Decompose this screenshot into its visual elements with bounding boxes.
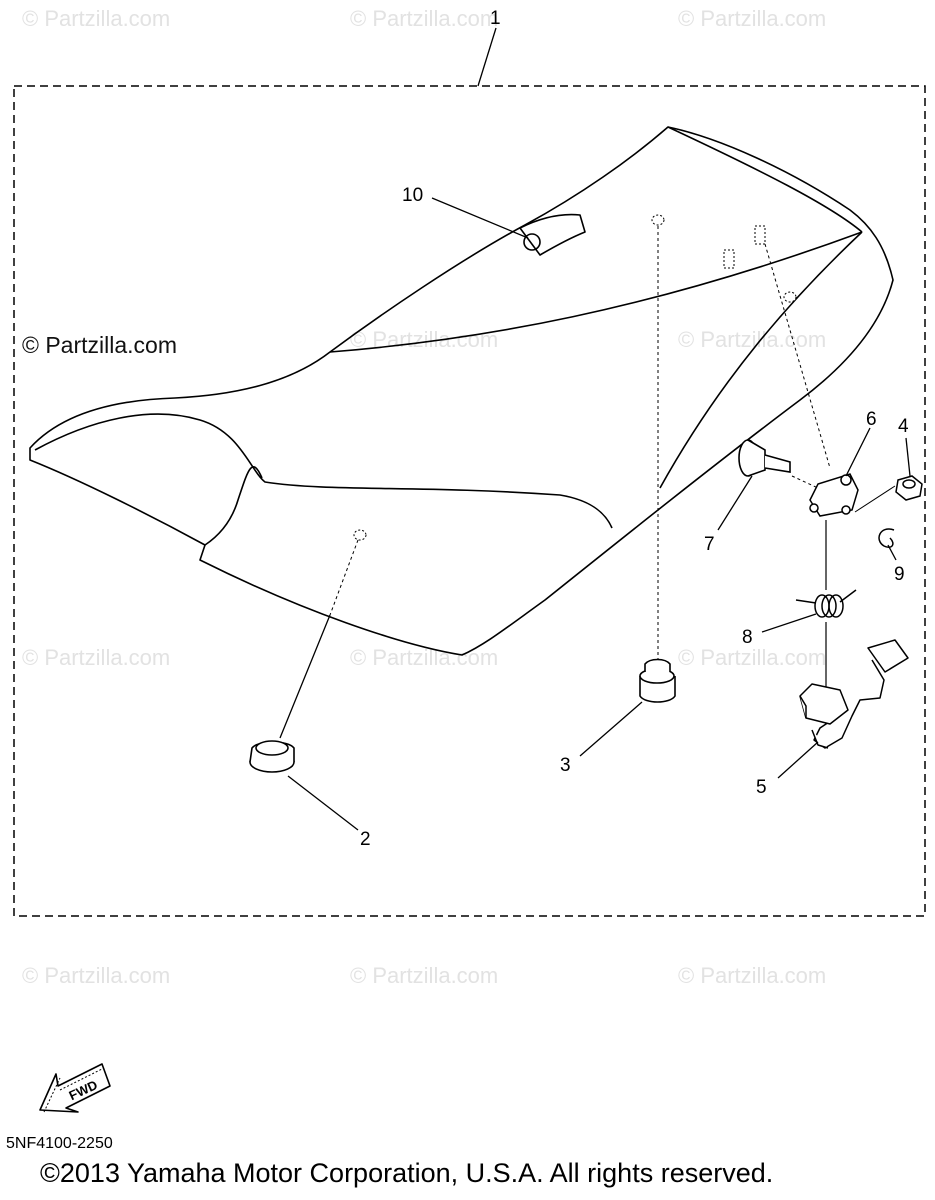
pin-part-7	[738, 439, 791, 477]
callout-5: 5	[756, 777, 767, 798]
nut-part-4	[895, 475, 923, 501]
callout-1: 1	[490, 8, 501, 29]
leader-5	[777, 741, 819, 779]
damper-part-2	[249, 740, 295, 773]
callout-2: 2	[360, 829, 371, 850]
watermark: © Partzilla.com	[22, 6, 171, 31]
copyright-notice: ©2013 Yamaha Motor Corporation, U.S.A. A…	[40, 1158, 774, 1188]
callout-8: 8	[742, 627, 753, 648]
watermark: © Partzilla.com	[22, 963, 171, 988]
leader-9	[887, 544, 897, 561]
watermark: © Partzilla.com	[22, 645, 171, 670]
damper-part-3	[639, 658, 676, 703]
leader-3	[579, 701, 643, 757]
callout-9: 9	[894, 564, 905, 585]
leader-10	[431, 197, 529, 239]
lock-part-5	[799, 639, 909, 749]
leader-7	[717, 475, 753, 531]
watermark: © Partzilla.com	[678, 645, 827, 670]
leader-2	[287, 775, 359, 831]
seat-assembly	[29, 126, 894, 656]
watermark: © Partzilla.com	[350, 963, 499, 988]
callout-3: 3	[560, 755, 571, 776]
watermark: © Partzilla.com	[350, 6, 499, 31]
spring-part-8	[795, 589, 857, 618]
watermark: © Partzilla.com	[678, 327, 827, 352]
callout-4: 4	[898, 416, 909, 437]
leader-1	[477, 27, 497, 87]
callout-6: 6	[866, 409, 877, 430]
callout-10: 10	[402, 185, 423, 206]
diagram-code: 5NF4100-2250	[6, 1135, 113, 1152]
bracket-part-6	[809, 473, 859, 517]
watermark: © Partzilla.com	[678, 6, 827, 31]
watermark: © Partzilla.com	[678, 963, 827, 988]
leader-4	[905, 437, 911, 477]
assembly-frame	[13, 85, 926, 917]
watermark-dark: © Partzilla.com	[22, 332, 177, 358]
clip-part-9	[878, 528, 895, 549]
fwd-arrow: FWD	[39, 1063, 111, 1113]
leader-6	[845, 427, 871, 477]
callout-7: 7	[704, 534, 715, 555]
leader-8	[761, 613, 817, 633]
